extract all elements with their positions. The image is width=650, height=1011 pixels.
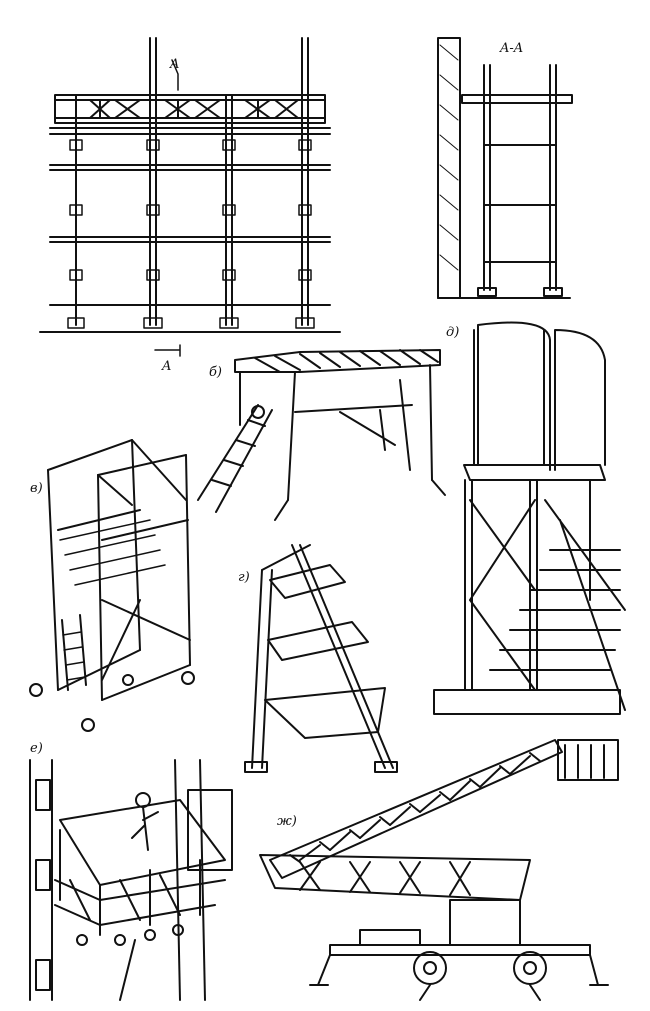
stair-tower: [433, 321, 626, 715]
label-b: б): [209, 365, 222, 380]
step-ladder: [244, 544, 398, 773]
trestle-platform: [197, 349, 446, 521]
section-marker-top: A: [169, 57, 179, 72]
top-railing: [54, 94, 326, 124]
label-g: г): [238, 570, 250, 585]
scaffold-ledgers: [49, 127, 331, 306]
scaffold-standards: [75, 37, 309, 326]
label-d: д): [446, 325, 459, 340]
label-v: в): [30, 481, 43, 496]
section-a-a: [437, 37, 573, 299]
couplers: [67, 139, 315, 329]
truck-mounted-lift: [259, 739, 619, 1001]
mobile-tower: [29, 439, 195, 732]
label-e: е): [30, 741, 43, 756]
facade-scaffold-elevation: [39, 37, 341, 357]
suspended-cradle: [29, 759, 233, 1001]
label-zh: ж): [277, 814, 297, 829]
section-marker-bottom: A: [161, 359, 171, 374]
section-title: A-A: [499, 41, 523, 56]
